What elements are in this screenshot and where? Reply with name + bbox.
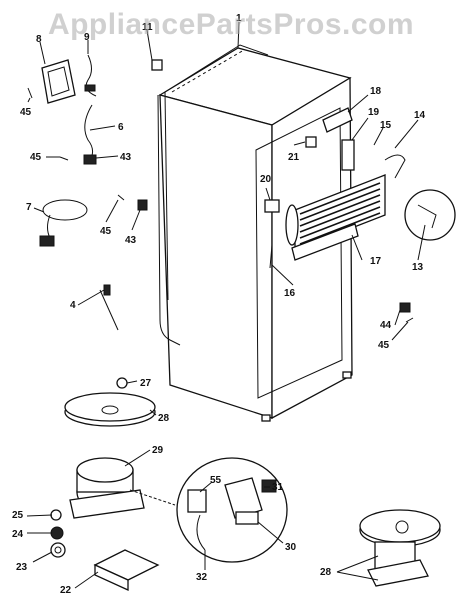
callout-16: 16	[284, 288, 296, 299]
callout-23: 23	[16, 562, 28, 573]
callout-1: 1	[236, 13, 242, 24]
callout-31: 31	[272, 482, 284, 493]
callout-17: 17	[370, 256, 382, 267]
callout-21: 21	[288, 152, 300, 163]
drain-pan-right	[359, 509, 441, 587]
callout-18: 18	[370, 86, 382, 97]
callout-45-d: 45	[378, 340, 390, 351]
callout-43-a: 43	[120, 152, 132, 163]
callout-8: 8	[36, 34, 42, 45]
callout-19: 19	[368, 107, 380, 118]
callout-55: 55	[210, 475, 222, 486]
leader-lines	[26, 21, 426, 589]
callout-11: 11	[142, 22, 153, 33]
small-parts	[27, 54, 456, 389]
callout-30: 30	[285, 542, 297, 553]
callout-26: 28	[158, 413, 170, 424]
callout-22: 22	[60, 585, 72, 596]
callout-15: 15	[380, 120, 392, 131]
callout-9: 9	[84, 32, 90, 43]
callout-4: 4	[70, 300, 76, 311]
condenser-coil	[285, 154, 406, 261]
callout-45-c: 45	[100, 226, 112, 237]
drain-pan	[64, 392, 156, 427]
callout-27: 27	[140, 378, 152, 389]
callout-labels: 1 11 8 9 45 6 45 43 7 45 43 4 18 19 14 1…	[12, 13, 426, 596]
callout-28: 28	[320, 567, 332, 578]
callout-6: 6	[118, 122, 124, 133]
callout-32: 32	[196, 572, 208, 583]
grommet-set	[50, 509, 66, 558]
mounting-bracket	[93, 549, 160, 592]
callout-25: 25	[12, 510, 24, 521]
callout-13: 13	[412, 262, 424, 273]
callout-44: 44	[380, 320, 392, 331]
callout-14: 14	[414, 110, 426, 121]
relay-inset	[176, 457, 288, 563]
callout-20: 20	[260, 174, 272, 185]
callout-29: 29	[152, 445, 164, 456]
callout-7: 7	[26, 202, 32, 213]
door-gasket	[157, 44, 269, 346]
callout-45-b: 45	[30, 152, 42, 163]
callout-43-b: 43	[125, 235, 137, 246]
callout-45-a: 45	[20, 107, 32, 118]
compressor	[69, 457, 176, 519]
callout-24: 24	[12, 529, 24, 540]
